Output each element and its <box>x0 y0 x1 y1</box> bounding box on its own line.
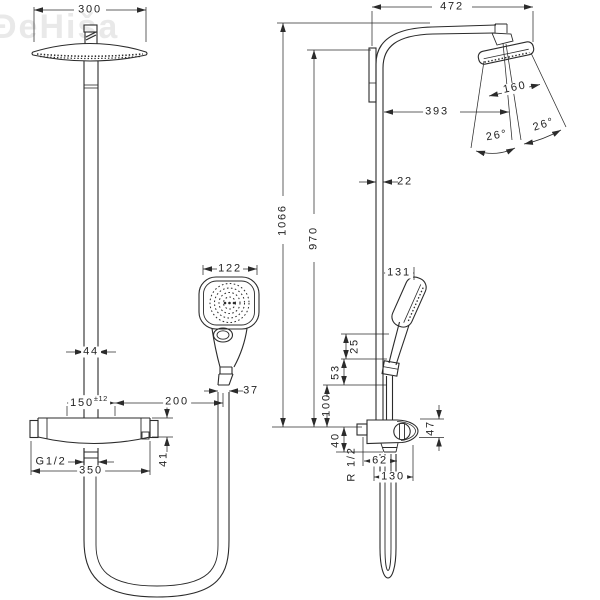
side-view-drawing <box>272 4 567 579</box>
dim-valve-width: 350 <box>77 464 105 477</box>
dim-pipe-diameter: 22 <box>397 175 413 188</box>
dim-supply-spacing-value: 150 <box>70 396 94 409</box>
dim-supply-spacing: 150±12 <box>68 395 110 409</box>
dim-valve-depth: 130 <box>379 470 407 483</box>
dim-handshower-projection: 131 <box>385 266 413 279</box>
dim-holder-offset-c: 100 <box>320 393 333 417</box>
dim-pipe-width: 44 <box>81 345 101 358</box>
dim-holder-offset-b: 53 <box>329 364 342 380</box>
dim-spray-offset: 393 <box>423 105 451 118</box>
dim-hose-diameter: 37 <box>243 384 259 397</box>
front-view-drawing <box>29 7 260 598</box>
dim-handshower-width: 122 <box>218 262 242 275</box>
dim-outlet-offset: 62 <box>370 454 390 467</box>
dim-valve-height-side: 47 <box>424 420 437 436</box>
dim-arm-projection: 472 <box>438 0 466 13</box>
dim-outlet-drop: 40 <box>329 432 342 448</box>
label-outlet-thread: R 1/2 <box>345 446 358 482</box>
dim-supply-tolerance: ±12 <box>93 394 108 404</box>
watermark: ĐeHiša <box>0 8 120 46</box>
label-supply-thread: G1/2 <box>35 455 67 468</box>
dim-pipe-length: 970 <box>307 226 320 250</box>
dim-holder-offset-a: 25 <box>348 338 361 354</box>
dim-total-height: 1066 <box>276 204 289 236</box>
dim-head-width: 300 <box>78 3 102 16</box>
dim-valve-height-front: 41 <box>157 451 170 467</box>
dim-hose-offset: 200 <box>163 395 191 408</box>
